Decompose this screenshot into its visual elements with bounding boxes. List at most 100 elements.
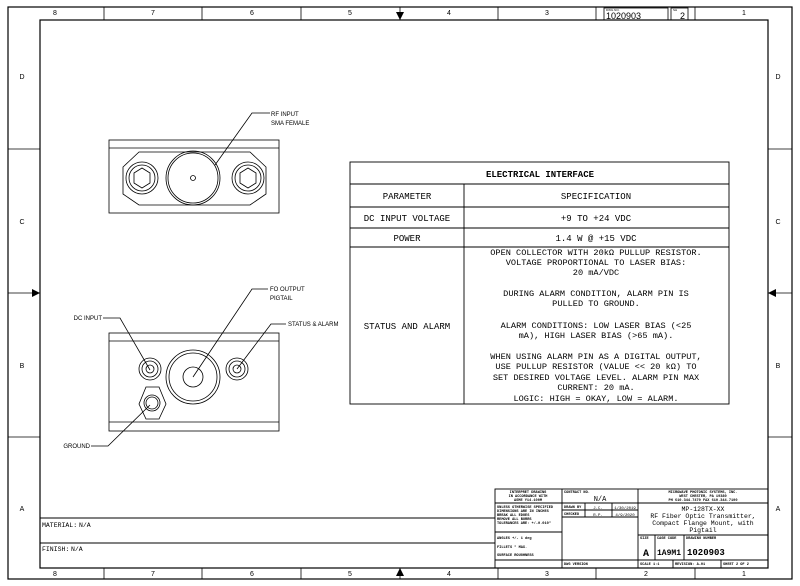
dwg-version: DWG VERSION [564, 563, 588, 567]
spec-line: WHEN USING ALARM PIN AS A DIGITAL OUTPUT… [490, 352, 701, 362]
zone-row: C [19, 219, 24, 226]
zone-col: 3 [545, 571, 549, 578]
interpret-line: ASME Y14.100M [514, 499, 542, 503]
interpret-line: IN ACCORDANCE WITH [509, 495, 548, 499]
zone-row: B [20, 363, 25, 370]
zone-col: 8 [53, 571, 57, 578]
spec-line: USE PULLUP RESISTOR (VALUE << 20 kΩ) TO [495, 362, 696, 372]
part-number: MP-128TX-XX [682, 506, 725, 513]
top-dwg-box [603, 7, 689, 21]
spec-power: 1.4 W @ +15 VDC [555, 234, 637, 244]
zone-col: 7 [151, 571, 155, 578]
fillets: FILLETS " MAX. [497, 545, 527, 550]
scale: SCALE 1:1 [640, 563, 659, 567]
fo-output-label: FO OUTPUT [270, 287, 305, 293]
tolerance-line: BREAK ALL EDGES [497, 514, 530, 518]
drawing-number: 1020903 [687, 548, 725, 558]
revision: REVISION: A-01 [675, 563, 705, 567]
cage-label: CAGE CODE [657, 537, 677, 541]
tolerance-line: REMOVE ALL BURRS [497, 518, 532, 522]
zone-col: 4 [447, 571, 451, 578]
spec-line: VOLTAGE PROPORTIONAL TO LASER BIAS: [506, 258, 687, 268]
zone-row: C [775, 219, 780, 226]
spec-line: 20 mA/VDC [573, 268, 619, 278]
drawn-label: DRAWN BY [564, 506, 582, 510]
contract-label: CONTRACT NO. [564, 491, 590, 495]
title-line: RF Fiber Optic Transmitter, [650, 513, 755, 520]
drawn-by: J.C. [593, 507, 603, 511]
surface-roughness: SURFACE ROUGHNESS [497, 554, 535, 558]
spec-line: DURING ALARM CONDITION, ALARM PIN IS [503, 289, 689, 299]
zone-ticks [8, 7, 792, 579]
zone-row: D [19, 74, 24, 81]
zone-col: 1 [742, 10, 746, 17]
fo-output-sublabel: PIGTAIL [270, 296, 293, 302]
param-power: POWER [393, 234, 421, 244]
checked-label: CHECKED [564, 513, 580, 517]
spec-line: mA), HIGH LASER BIAS (>65 mA). [519, 331, 674, 341]
dc-input-label: DC INPUT [74, 316, 103, 322]
zone-col: 7 [151, 10, 155, 17]
title-line: Compact Flange Mount, with [652, 520, 754, 527]
spec-status-alarm: OPEN COLLECTOR WITH 20kΩ PULLUP RESISTOR… [490, 248, 701, 404]
inner-border [39, 19, 769, 569]
rf-leader [214, 112, 270, 166]
interpret-line: INTERPRET DRAWING [510, 491, 547, 495]
header-parameter: PARAMETER [383, 192, 432, 202]
zone-col: 6 [250, 571, 254, 578]
material-value: N/A [79, 522, 91, 529]
zone-col: 3 [545, 10, 549, 17]
rf-input-label: RF INPUT [271, 112, 299, 118]
size-label: SIZE [640, 537, 649, 541]
material-label: MATERIAL: [42, 522, 77, 529]
spec-line: SET DESIRED VOLTAGE LEVEL. ALARM PIN MAX [493, 373, 699, 383]
rf-input-sublabel: SMA FEMALE [271, 121, 309, 127]
contract-value: N/A [594, 496, 607, 504]
zone-row: B [776, 363, 781, 370]
center-arrows [32, 12, 776, 576]
checked-date: 4/9/2020 [615, 513, 635, 518]
top-view-drawing [108, 112, 280, 214]
sheet-label: SH [673, 8, 677, 12]
param-status-alarm: STATUS AND ALARM [364, 322, 450, 332]
zone-col: 6 [250, 10, 254, 17]
table-title: ELECTRICAL INTERFACE [486, 170, 595, 180]
finish-label: FINISH: [42, 546, 69, 553]
title-block [494, 488, 769, 569]
zone-col: 8 [53, 10, 57, 17]
ground-label: GROUND [63, 444, 90, 450]
company-line: MICROWAVE PHOTONIC SYSTEMS, INC. [668, 491, 737, 495]
sheet-no: 2 [680, 11, 685, 21]
tolerance-line: TOLERANCES ARE: +/-0.010" [497, 521, 551, 526]
checked-by: R.P. [593, 514, 603, 518]
finish-value: N/A [71, 546, 83, 553]
zone-col: 4 [447, 10, 451, 17]
zone-col: 1 [742, 571, 746, 578]
tolerance-line: DIMENSIONS ARE IN INCHES [497, 510, 550, 514]
title-line: Pigtail [689, 527, 716, 534]
header-specification: SPECIFICATION [561, 192, 631, 202]
front-view-drawing [91, 288, 286, 447]
cage-value: 1A9M1 [657, 549, 681, 558]
spec-line: PULLED TO GROUND. [552, 299, 640, 309]
material-finish-box [40, 517, 495, 544]
zone-col: 5 [348, 571, 352, 578]
sheet: SHEET 2 OF 2 [723, 563, 749, 567]
zone-row: A [776, 506, 781, 513]
zone-row: A [20, 506, 25, 513]
spec-line: OPEN COLLECTOR WITH 20kΩ PULLUP RESISTOR… [490, 248, 701, 258]
company-line: WEST CHESTER, PA 19380 [679, 495, 726, 499]
dwg-no-label: DWG NO. [606, 8, 620, 12]
drawn-date: 1/30/2019 [614, 506, 636, 511]
zone-col: 5 [348, 10, 352, 17]
spec-line: CURRENT: 20 mA. [557, 383, 634, 393]
zone-col: 2 [644, 571, 648, 578]
electrical-interface-table [349, 161, 730, 405]
spec-line: LOGIC: HIGH = OKAY, LOW = ALARM. [513, 394, 678, 404]
param-dc-input: DC INPUT VOLTAGE [364, 214, 450, 224]
status-alarm-label: STATUS & ALARM [288, 322, 338, 328]
tolerance-line: UNLESS OTHERWISE SPECIFIED [497, 506, 554, 510]
dwg-no: 1020903 [606, 11, 641, 21]
company-line: PH 610.344.7470 FAX 610.344.7100 [668, 499, 737, 503]
